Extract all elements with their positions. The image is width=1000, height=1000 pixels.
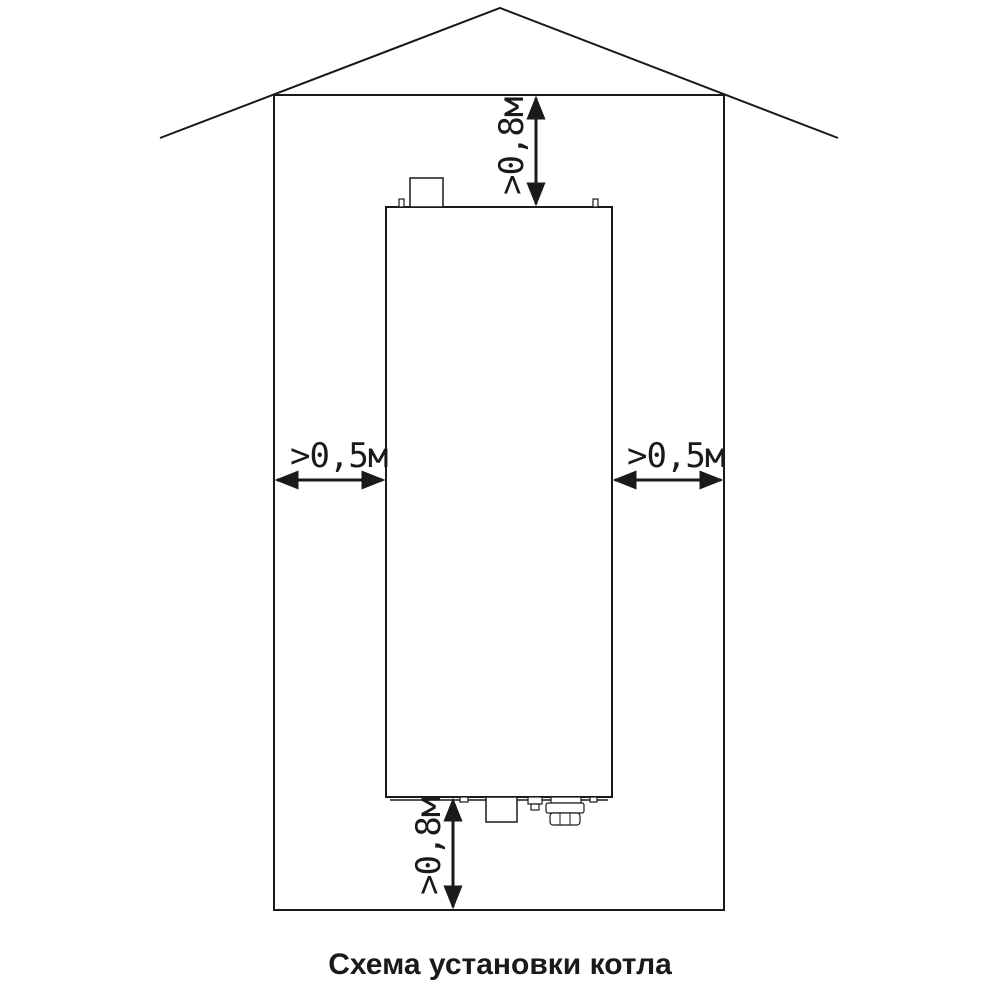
- cable-gland-small: [527, 796, 543, 811]
- cable-gland-large: [545, 796, 585, 826]
- right-clearance-label: >0,5м: [627, 436, 725, 476]
- top-clearance-label: >0,8м: [492, 97, 532, 195]
- boiler: [385, 177, 613, 826]
- boiler-top-pin-right: [592, 198, 599, 208]
- room-outline: [273, 94, 725, 911]
- left-clearance-label: >0,5м: [290, 436, 388, 476]
- boiler-body: [385, 206, 613, 798]
- bottom-clearance-label: >0,8м: [409, 797, 449, 895]
- boiler-bottom-fitting-right: [589, 796, 598, 803]
- boiler-bottom-pipe: [485, 796, 518, 823]
- boiler-top-pipe: [409, 177, 444, 208]
- diagram-caption: Схема установки котла: [328, 948, 672, 981]
- boiler-bottom-fitting-left: [459, 796, 469, 803]
- boiler-top-pin-left: [398, 198, 405, 208]
